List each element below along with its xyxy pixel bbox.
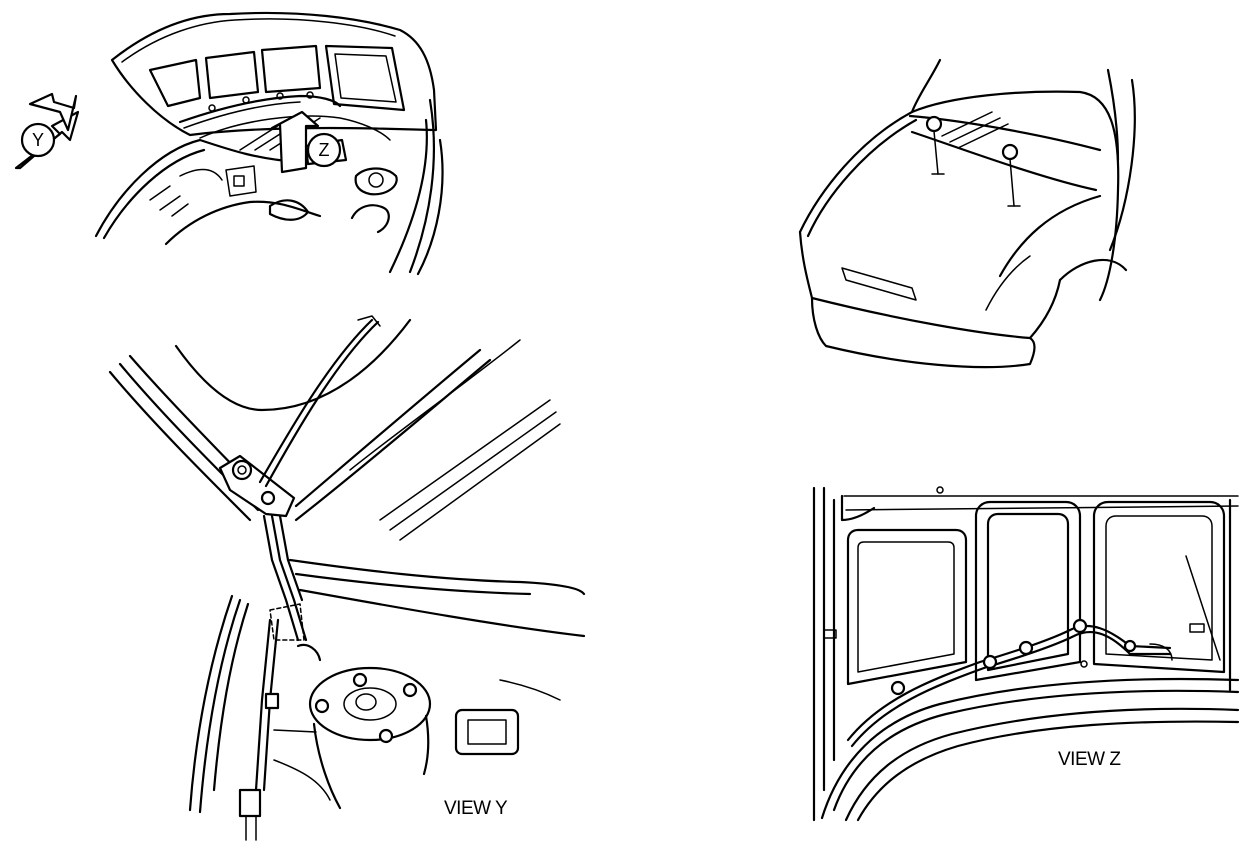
hood-front-view [798,58,1136,369]
callout-y: Y [14,92,80,170]
hood-overview: Y Z [14,11,444,276]
callout-z-letter: Z [319,140,330,160]
caption-view-z: VIEW Z [1058,749,1121,770]
view-z-detail [812,486,1240,822]
callout-y-letter: Y [32,130,44,150]
caption-view-y: VIEW Y [444,798,508,819]
callout-z: Z [270,110,348,174]
view-y-detail [108,315,586,841]
